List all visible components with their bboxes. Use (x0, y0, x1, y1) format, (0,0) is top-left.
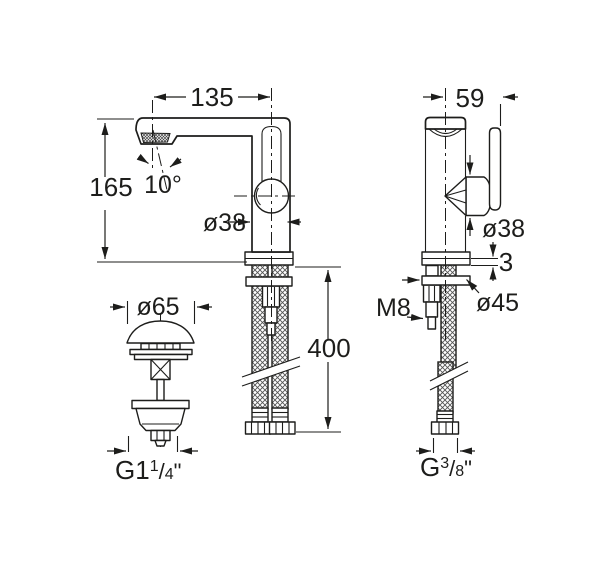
dim-label-spray-angle: 10° (144, 171, 182, 199)
lever-handle-side (488, 127, 502, 211)
dim-label-body-diameter-front: ø38 (203, 209, 246, 237)
dimension-annotations: 135 165 10° ø38 400 59 ø38 (89, 82, 525, 485)
cartridge-side (444, 176, 492, 217)
pop-up-waste-plug (126, 314, 195, 450)
pivot-inner-arc (255, 187, 261, 206)
waste-cap (126, 320, 195, 344)
dim-label-spout-reach: 135 (190, 82, 233, 112)
dim-label-supply-thread: G3/8" (420, 452, 472, 482)
handle-slot-front (261, 125, 282, 182)
dim-label-stud-thread: M8 (376, 294, 411, 322)
dim-label-overall-height: 165 (89, 172, 132, 202)
dim-label-washer-diameter: ø45 (476, 289, 519, 317)
hose-end-side (430, 410, 460, 435)
dim-label-hose-length: 400 (307, 333, 350, 363)
dim-label-waste-thread: G11/4" (115, 455, 181, 485)
hose-break-side (429, 361, 469, 391)
dim-label-gasket-thickness: 3 (499, 247, 513, 277)
waste-body (131, 399, 190, 447)
centerline-spray-angle (152, 129, 168, 191)
base-flange-front (244, 251, 294, 266)
hose-break-front (241, 356, 301, 387)
dim-label-side-offset: 59 (456, 83, 485, 113)
mounting-washer-front (245, 276, 293, 287)
dim-label-cartridge-diameter: ø38 (482, 215, 525, 243)
side-view-mixer (421, 88, 502, 435)
hose-ends-front (244, 407, 296, 435)
front-view-mixer (135, 88, 301, 435)
aerator-mesh (140, 132, 171, 144)
hose-side-lower (437, 361, 454, 414)
dim-label-waste-cap-diameter: ø65 (136, 293, 179, 321)
